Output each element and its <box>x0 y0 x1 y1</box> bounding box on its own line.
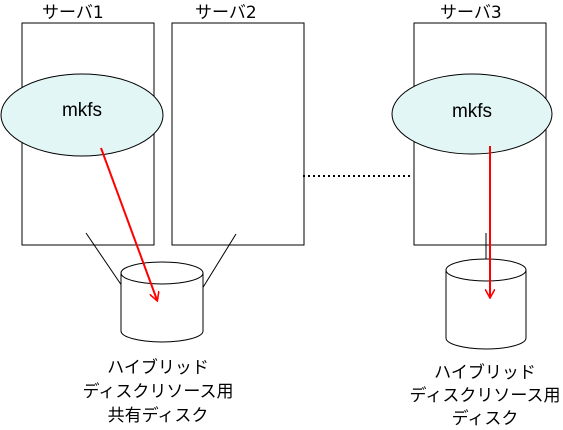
server2-label: サーバ2 <box>195 3 257 23</box>
mkfs-label-1: mkfs <box>62 100 102 121</box>
server1-label: サーバ1 <box>42 3 104 23</box>
shared-disk-cylinder <box>120 261 204 343</box>
mkfs-ellipse-2 <box>391 73 553 155</box>
shared-disk-caption-line1: ハイブリッド <box>107 357 209 378</box>
shared-disk-caption-line3: 共有ディスク <box>108 405 209 426</box>
server2-box <box>171 22 305 246</box>
server3-disk-cylinder <box>445 258 527 350</box>
server3-disk-caption-line1: ハイブリッド <box>434 362 536 383</box>
mkfs-ellipse-1 <box>0 73 164 157</box>
server3-label: サーバ3 <box>440 3 502 23</box>
server3-disk-caption-line3: ディスク <box>452 408 519 429</box>
shared-disk-caption-line2: ディスクリソース用 <box>83 381 234 402</box>
mkfs-label-2: mkfs <box>452 101 492 122</box>
mkfs-arrow-1 <box>100 147 157 300</box>
server3-disk-caption-line2: ディスクリソース用 <box>410 385 561 406</box>
server2-disk-connector <box>201 233 237 290</box>
server1-disk-connector <box>85 232 123 287</box>
